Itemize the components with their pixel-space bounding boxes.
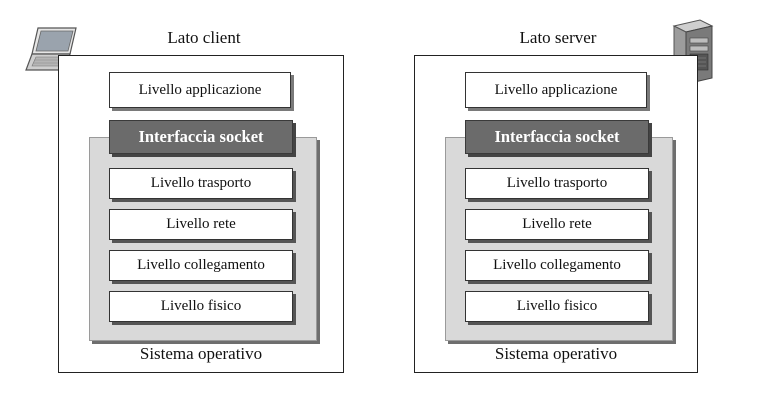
server-transport-layer: Livello trasporto xyxy=(465,168,649,199)
client-physical-layer: Livello fisico xyxy=(109,291,293,322)
server-panel: Livello applicazione Interfaccia socket … xyxy=(414,55,698,373)
client-side-title: Lato client xyxy=(167,28,241,47)
client-socket-interface: Interfaccia socket xyxy=(109,120,293,154)
server-socket-interface: Interfaccia socket xyxy=(465,120,649,154)
client-os-label: Sistema operativo xyxy=(139,344,263,363)
client-transport-layer: Livello trasporto xyxy=(109,168,293,199)
client-link-layer: Livello collegamento xyxy=(109,250,293,281)
server-application-layer: Livello applicazione xyxy=(465,72,647,108)
server-physical-layer: Livello fisico xyxy=(465,291,649,322)
server-side-title: Lato server xyxy=(519,28,597,47)
server-network-layer: Livello rete xyxy=(465,209,649,240)
server-os-label: Sistema operativo xyxy=(494,344,618,363)
client-network-layer: Livello rete xyxy=(109,209,293,240)
client-application-layer: Livello applicazione xyxy=(109,72,291,108)
client-panel: Livello applicazione Interfaccia socket … xyxy=(58,55,344,373)
server-link-layer: Livello collegamento xyxy=(465,250,649,281)
